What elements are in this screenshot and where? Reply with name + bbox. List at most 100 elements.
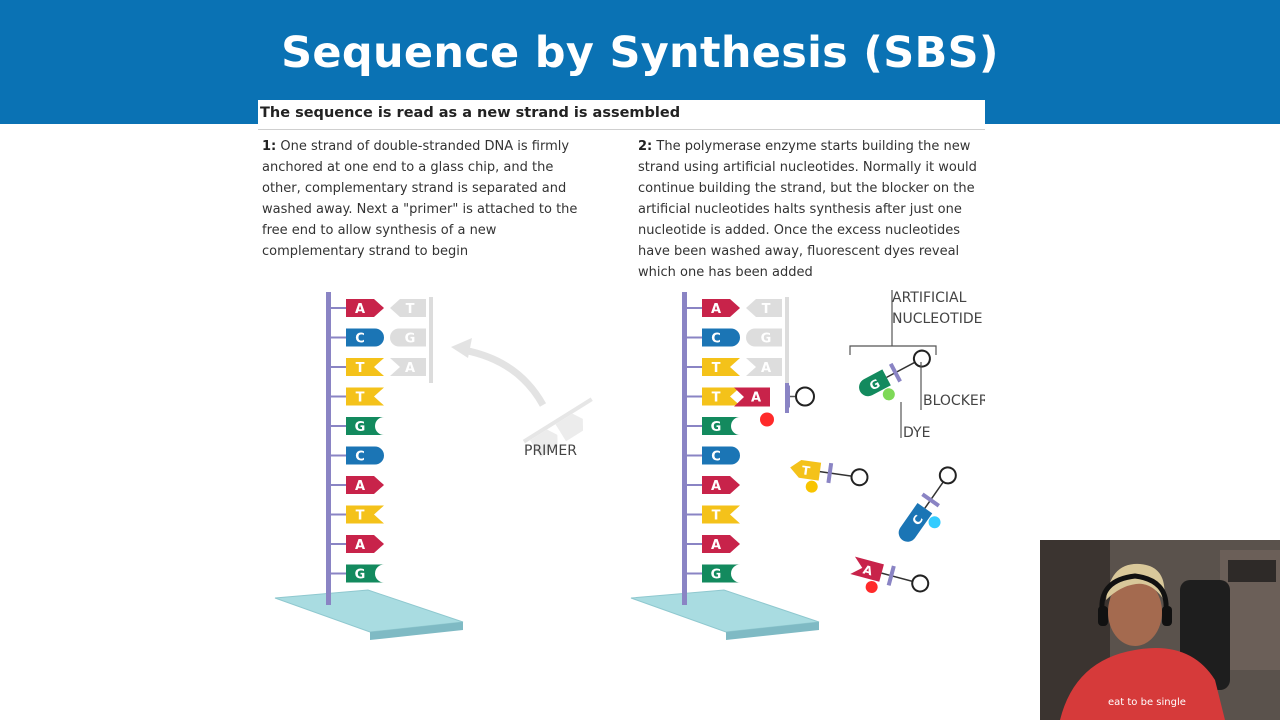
svg-text:A: A (405, 361, 415, 376)
added-base-letter: A (751, 391, 761, 406)
free-nucleotide-C: C (898, 466, 957, 542)
step-2-number: 2: (638, 139, 653, 154)
free-nucleotide-G: G (859, 349, 931, 401)
floating-primer (522, 397, 593, 458)
svg-text:A: A (355, 479, 365, 494)
step-2-description: The polymerase enzyme starts building th… (638, 139, 977, 280)
dye-label: DYE (903, 425, 930, 441)
svg-text:C: C (355, 450, 365, 465)
template-base-G: G (687, 564, 740, 583)
shirt-text: eat to be single (1108, 697, 1186, 708)
template-base-T: T (687, 505, 740, 524)
template-base-T: T (331, 505, 384, 524)
primer-strand-2: TGA (746, 299, 782, 376)
svg-text:T: T (712, 361, 721, 376)
svg-text:C: C (711, 332, 721, 347)
presenter-video-frame: eat to be single (1040, 540, 1280, 720)
artificial-label-line2: NUCLEOTIDE (892, 311, 982, 327)
primer-backbone-1 (429, 297, 433, 383)
template-base-C: C (331, 446, 384, 465)
primer-base-T: T (390, 299, 426, 317)
svg-text:T: T (406, 302, 415, 317)
svg-text:C: C (711, 450, 721, 465)
svg-text:T: T (356, 509, 365, 524)
blocker-bar (785, 385, 790, 408)
svg-text:C: C (355, 332, 365, 347)
svg-text:A: A (711, 479, 721, 494)
primer-base-G: G (390, 328, 426, 347)
template-base-C: C (687, 328, 740, 347)
template-base-T: T (687, 358, 740, 376)
step-1-text: 1: One strand of double-stranded DNA is … (262, 136, 592, 262)
primer-base-G: G (746, 328, 782, 347)
step-2-text: 2: The polymerase enzyme starts building… (638, 136, 983, 283)
artificial-label-line1: ARTIFICIAL (892, 290, 967, 306)
step-1-description: One strand of double-stranded DNA is fir… (262, 139, 578, 259)
template-backbone-2 (682, 292, 687, 605)
svg-text:T: T (801, 463, 812, 478)
svg-text:G: G (355, 568, 366, 583)
added-nucleotide: A (734, 385, 815, 427)
svg-text:T: T (712, 509, 721, 524)
template-backbone-1 (326, 292, 331, 605)
template-base-A: A (687, 476, 740, 494)
template-base-A: A (687, 535, 740, 553)
svg-text:G: G (761, 332, 772, 347)
template-base-T: T (331, 387, 384, 406)
svg-text:A: A (761, 361, 771, 376)
primer-arrow (462, 346, 547, 407)
template-base-T: T (687, 387, 740, 406)
primer-label: PRIMER (524, 443, 577, 459)
template-base-A: A (687, 299, 740, 317)
svg-text:T: T (356, 361, 365, 376)
step-1-number: 1: (262, 139, 277, 154)
slide-title: Sequence by Synthesis (SBS) (281, 28, 999, 78)
added-base-shape (734, 387, 770, 407)
svg-text:A: A (862, 562, 875, 578)
svg-text:A: A (711, 302, 721, 317)
blocker-circle (795, 386, 815, 407)
template-base-A: A (331, 535, 384, 553)
sbs-figure: The sequence is read as a new strand is … (258, 100, 985, 660)
primer-base-A: A (746, 358, 782, 376)
svg-text:A: A (355, 302, 365, 317)
svg-text:A: A (711, 538, 721, 553)
template-base-A: A (331, 299, 384, 317)
svg-text:T: T (356, 391, 365, 406)
glass-chip-1-edge (370, 622, 463, 640)
template-base-A: A (331, 476, 384, 494)
svg-text:G: G (405, 332, 416, 347)
free-nucleotide-A: A (850, 556, 930, 594)
template-base-T: T (331, 358, 384, 376)
template-base-G: G (687, 417, 740, 435)
primer-base-T: T (746, 299, 782, 317)
dye-dot (760, 412, 774, 427)
glass-chip-2-edge (726, 622, 819, 640)
artificial-nucleotide-bracket (849, 345, 937, 355)
figure-heading: The sequence is read as a new strand is … (260, 105, 681, 121)
template-base-C: C (687, 446, 740, 465)
svg-text:T: T (762, 302, 771, 317)
presenter-webcam: eat to be single (1040, 540, 1280, 720)
free-nucleotides: G T C A (790, 349, 957, 594)
svg-text:G: G (711, 420, 722, 435)
template-base-C: C (331, 328, 384, 347)
svg-text:T: T (712, 391, 721, 406)
primer-base-A: A (390, 358, 426, 376)
primer-strand-1: TGA (390, 299, 426, 376)
primer-backbone-2 (785, 297, 789, 383)
template-base-G: G (331, 564, 384, 583)
svg-text:A: A (355, 538, 365, 553)
heading-rule (258, 129, 985, 130)
blocker-label: BLOCKER (923, 393, 985, 409)
template-base-G: G (331, 417, 384, 435)
free-nucleotide-T: T (790, 459, 869, 493)
svg-text:G: G (711, 568, 722, 583)
svg-text:G: G (355, 420, 366, 435)
primer-arrow-head (451, 338, 472, 358)
